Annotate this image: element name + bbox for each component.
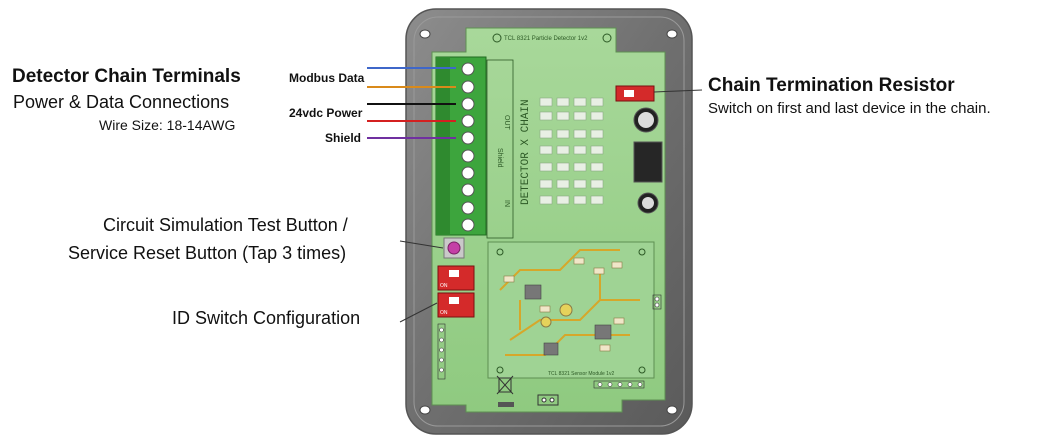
power-24vdc-label: 24vdc Power (289, 106, 363, 120)
bottom-slot (498, 402, 514, 407)
sensor-module: TCL 8321 Sensor Module 1v2 (487, 241, 655, 379)
id-switch-leader-line (399, 302, 438, 323)
on-label-2: ON (440, 310, 448, 316)
id-switch-callout: ID Switch Configuration (172, 308, 361, 328)
on-label-1: ON (440, 283, 448, 289)
resistor-grid (539, 97, 604, 205)
terminals-subtitle: Power & Data Connections (13, 92, 230, 112)
termination-switch (615, 85, 655, 102)
bottom-connector (537, 394, 559, 406)
test-button-callout-line2: Service Reset Button (Tap 3 times) (68, 243, 347, 263)
shield-label: Shield (325, 131, 362, 145)
terminals-title: Detector Chain Terminals (12, 66, 241, 87)
wire-size-text: Wire Size: 18-14AWG (99, 117, 236, 133)
capacitor-bottom (637, 192, 659, 214)
termination-leader-line (653, 89, 703, 93)
relay (633, 141, 663, 183)
test-button-leader-line (399, 240, 444, 249)
terminal-block (435, 56, 487, 236)
in-label: IN (503, 200, 510, 207)
modbus-data-label: Modbus Data (289, 71, 365, 85)
module-label: TCL 8321 Sensor Module 1v2 (548, 371, 614, 377)
mounting-holes (419, 29, 678, 415)
shield-board-label: Shield (496, 148, 503, 168)
test-button-callout-line1: Circuit Simulation Test Button / (103, 215, 348, 235)
out-label: OUT (503, 115, 510, 131)
board-top-label: TCL 8321 Particle Detector 1v2 (504, 36, 588, 42)
termination-resistor-subtitle: Switch on first and last device in the c… (708, 100, 991, 117)
pin-header-left (437, 323, 446, 380)
test-button (443, 237, 465, 259)
weee-bin-icon (496, 375, 514, 395)
chain-label: DETECTOR X CHAIN (520, 99, 532, 205)
pin-header-bottom (593, 380, 645, 389)
id-switch-lower: ON (437, 292, 475, 318)
wires (367, 67, 456, 139)
capacitor-top (633, 107, 659, 133)
terminal-screws (461, 62, 475, 232)
id-switch-upper: ON (437, 265, 475, 291)
termination-resistor-title: Chain Termination Resistor (708, 75, 955, 96)
pin-header-right (652, 294, 662, 310)
